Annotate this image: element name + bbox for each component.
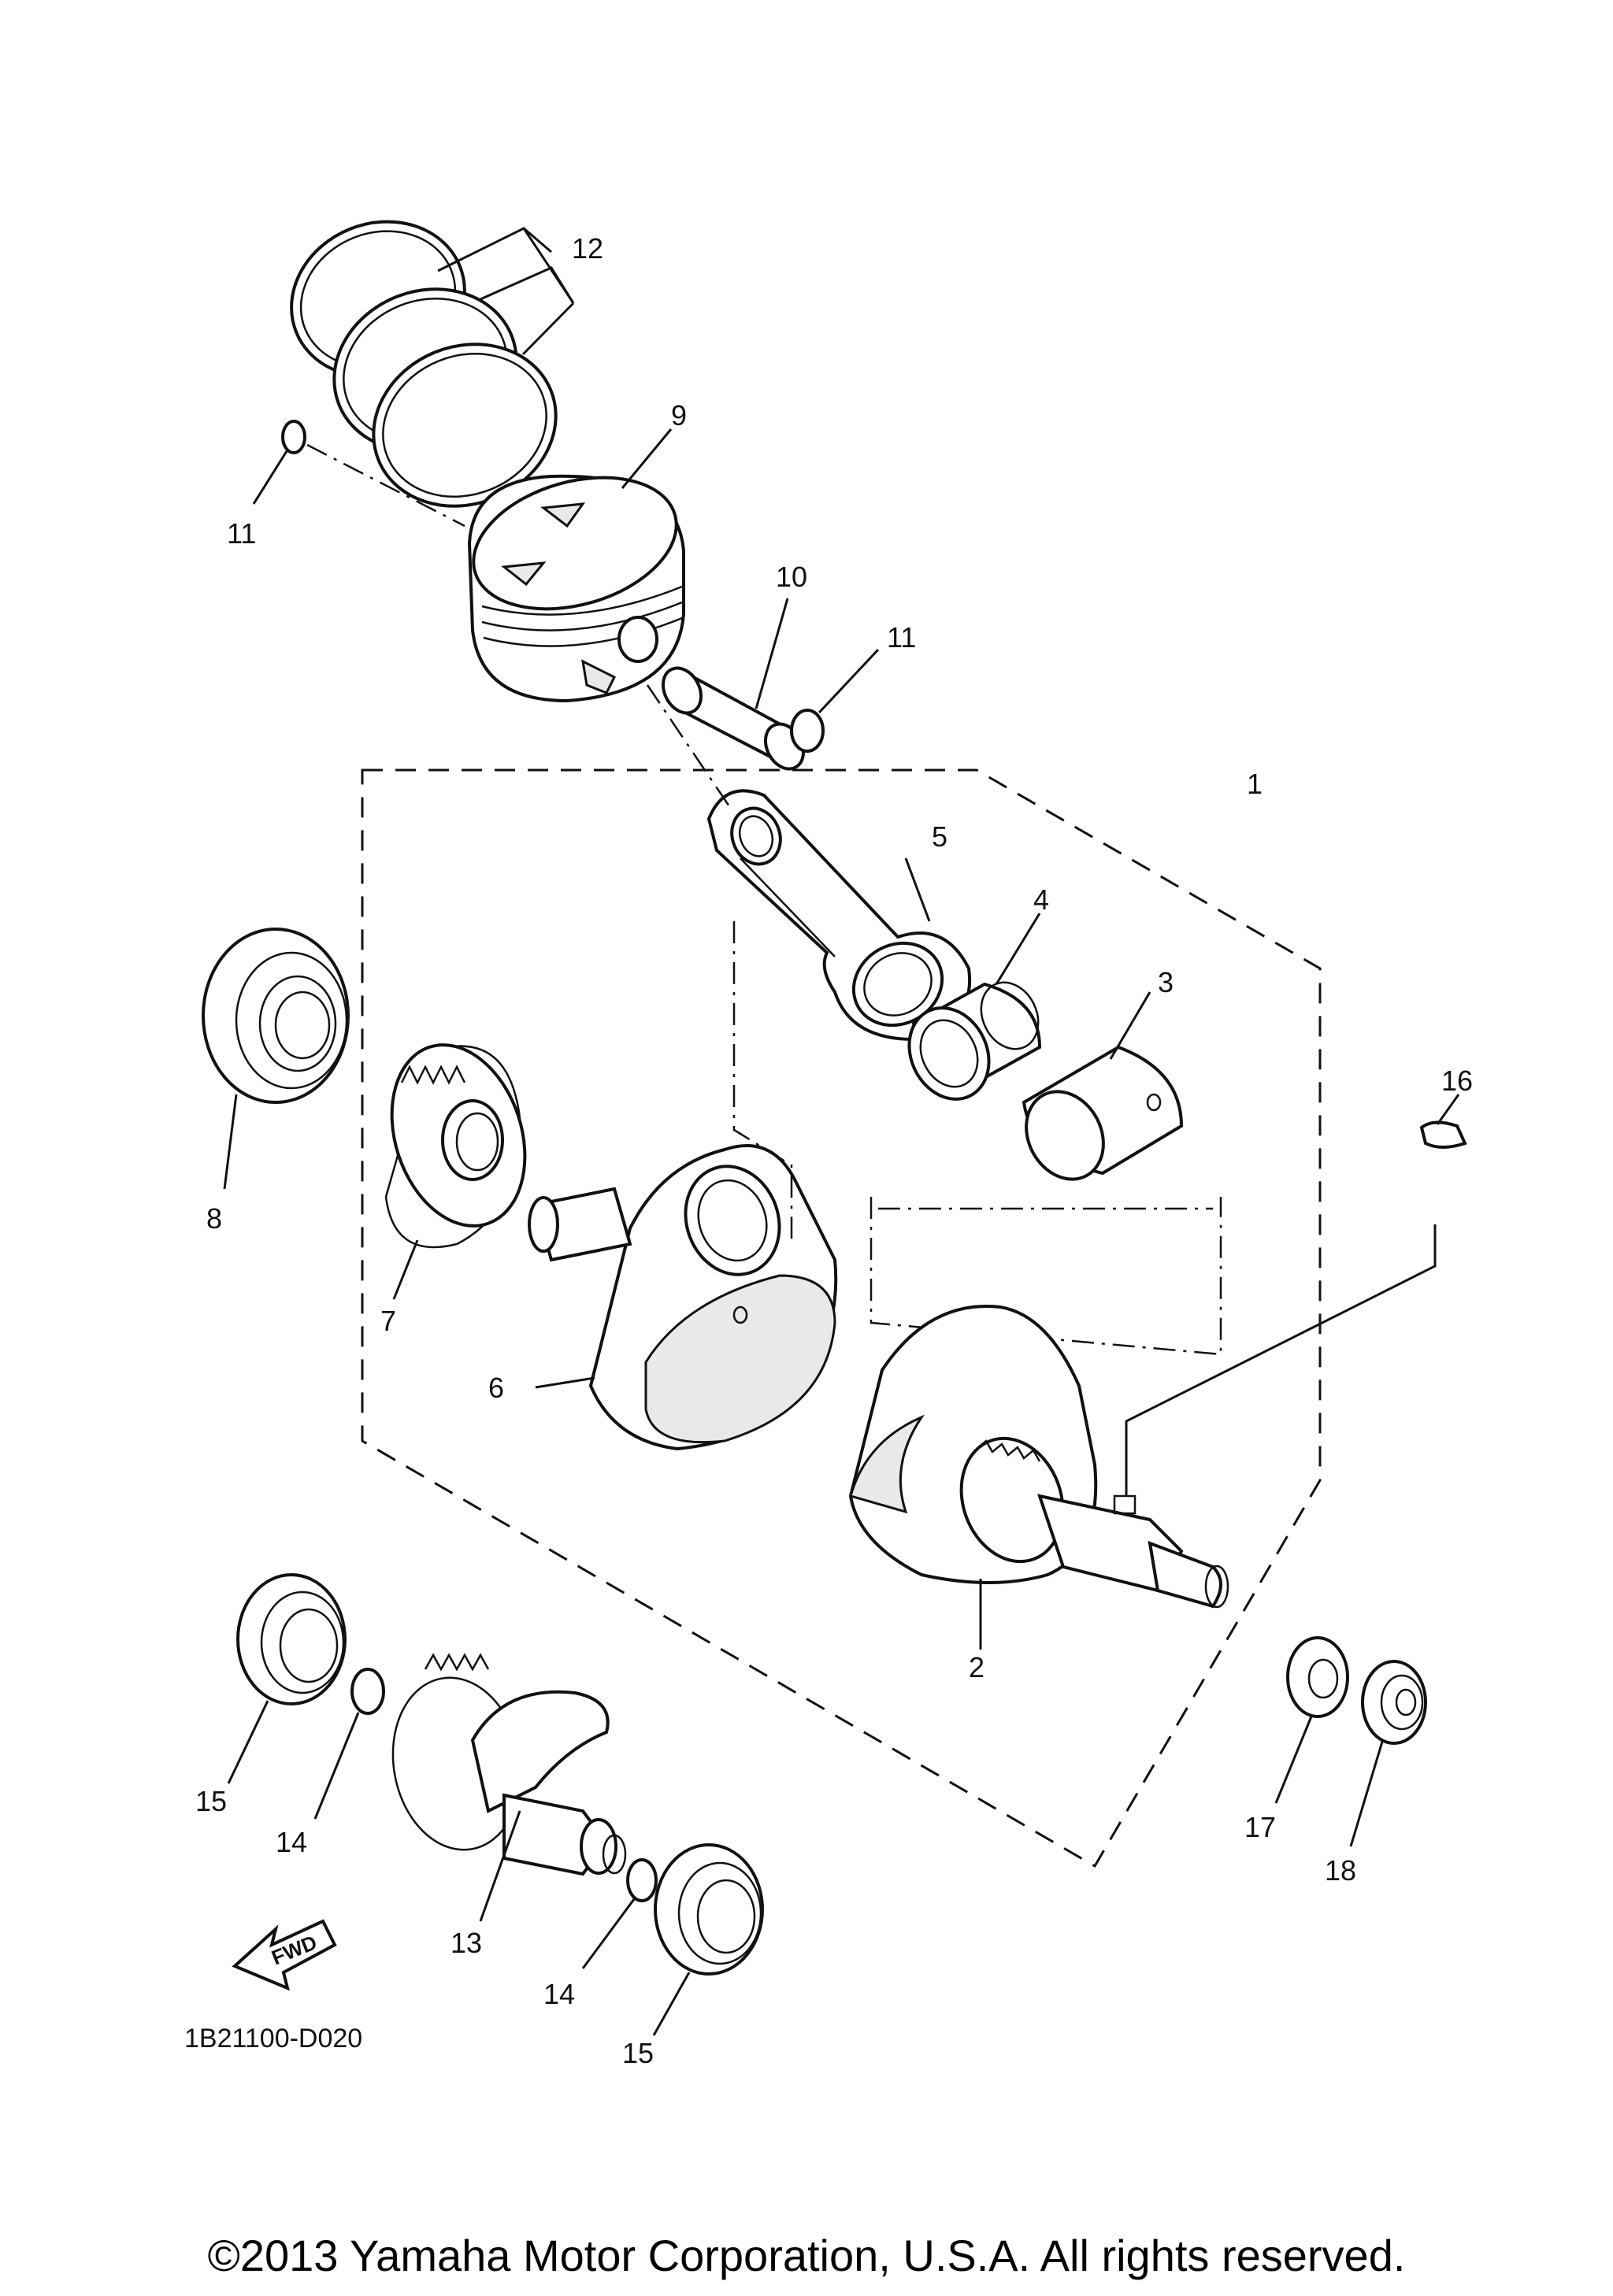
o-ring-lower[interactable]: [626, 1858, 658, 1902]
leader-16: [1436, 1094, 1460, 1125]
crankshaft-right[interactable]: [848, 1305, 1229, 1609]
leader-6: [535, 1376, 595, 1389]
needle-bearing[interactable]: [895, 973, 1049, 1113]
callout-6: 6: [488, 1372, 504, 1404]
leader-18: [1349, 1741, 1384, 1847]
callout-10: 10: [776, 561, 807, 593]
leader-17: [1274, 1716, 1313, 1804]
leader-12d: [523, 227, 552, 254]
callout-14-upper: 14: [276, 1826, 307, 1858]
leader-5: [904, 857, 931, 922]
callout-18: 18: [1325, 1854, 1356, 1887]
balancer-shaft[interactable]: [380, 1653, 627, 1876]
callout-14-lower: 14: [543, 1978, 575, 2010]
callout-8: 8: [206, 1202, 222, 1235]
connecting-rod[interactable]: [706, 789, 972, 1042]
leader-11a: [252, 450, 288, 505]
callout-11-left: 11: [227, 517, 256, 550]
leader-4: [995, 913, 1041, 985]
callout-1: 1: [1247, 768, 1263, 800]
callout-12: 12: [572, 232, 603, 265]
leader-11b: [818, 648, 880, 714]
callout-2: 2: [969, 1651, 984, 1683]
leader-14b: [581, 1898, 636, 1969]
circlip-right[interactable]: [790, 709, 825, 753]
callout-13: 13: [451, 1927, 482, 1959]
leader-9: [621, 428, 673, 489]
leader-12b: [480, 266, 575, 304]
callout-17: 17: [1244, 1811, 1276, 1843]
callout-9: 9: [671, 399, 687, 431]
callout-16: 16: [1441, 1065, 1473, 1097]
callout-7: 7: [380, 1305, 396, 1337]
circlip-left[interactable]: [281, 420, 306, 454]
fwd-arrow-icon: FWD: [232, 1919, 337, 1991]
leader-15b: [652, 1972, 691, 2036]
callout-4: 4: [1033, 883, 1049, 916]
copyright-notice: ©2013 Yamaha Motor Corporation, U.S.A. A…: [207, 2231, 1406, 2280]
callout-3: 3: [1158, 966, 1174, 998]
callout-11-right: 11: [887, 621, 916, 654]
bearing-lower-right[interactable]: [654, 1843, 764, 1976]
bearing-lower-left[interactable]: [236, 1573, 347, 1705]
crankshaft-assembly-boundary: [361, 768, 1322, 1868]
rod-axis: [646, 684, 734, 812]
leader-12c: [521, 302, 575, 356]
leader-8: [223, 1094, 238, 1190]
crank-pin[interactable]: [1011, 1045, 1184, 1193]
leader-14a: [313, 1712, 360, 1820]
crankshaft-left[interactable]: [528, 1144, 838, 1451]
leader-3: [1109, 991, 1151, 1060]
pin-axis-left: [306, 443, 465, 528]
diagram-code: 1B21100-D020: [184, 2024, 362, 2053]
callout-5: 5: [932, 820, 947, 853]
callout-15-lower: 15: [622, 2037, 654, 2069]
piston-pin[interactable]: [655, 661, 810, 776]
piston[interactable]: [458, 456, 692, 703]
leader-7: [392, 1239, 419, 1300]
woodruff-key[interactable]: [1419, 1120, 1467, 1149]
callout-15-upper: 15: [195, 1785, 227, 1817]
leader-15a: [227, 1700, 269, 1784]
leader-10: [755, 598, 789, 709]
timing-gear[interactable]: [369, 1028, 547, 1249]
leader-13: [479, 1810, 521, 1922]
washer[interactable]: [1286, 1636, 1349, 1718]
bearing-left[interactable]: [202, 928, 350, 1104]
nut[interactable]: [1361, 1660, 1427, 1745]
o-ring-upper[interactable]: [350, 1668, 385, 1715]
leader-key-to-shaft: [1125, 1224, 1437, 1496]
